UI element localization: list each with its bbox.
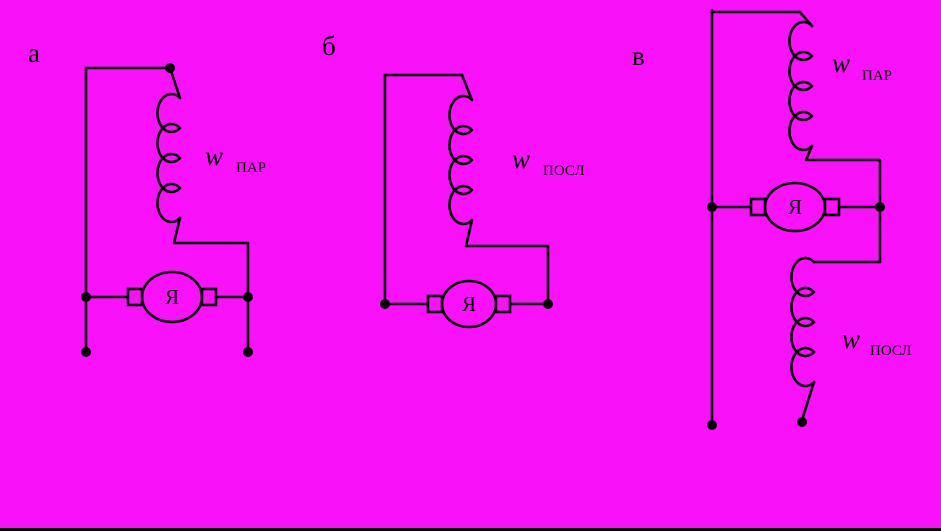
junction-dot — [875, 202, 885, 212]
circuit-a-wires — [84, 66, 250, 354]
terminal-dot — [707, 420, 717, 430]
winding-symbol: w — [832, 48, 850, 78]
armature-label: Я — [788, 195, 802, 219]
armature-label: Я — [462, 292, 476, 316]
wire-series-coil-out — [800, 380, 816, 422]
winding-subscript: ПАР — [862, 68, 892, 84]
wire-coil-lead — [168, 66, 182, 100]
junction-dot — [165, 63, 175, 73]
bottom-border-line — [0, 528, 941, 531]
brush-left — [126, 287, 144, 307]
circuit-a: а Я w ПАР — [28, 38, 266, 357]
wire-coil-to-armature — [464, 218, 550, 306]
winding-symbol: w — [842, 324, 860, 354]
terminal-dot — [543, 299, 553, 309]
winding-symbol: w — [512, 144, 530, 174]
junction-dot — [243, 292, 253, 302]
circuit-b-label: б — [322, 31, 336, 61]
shunt-winding-coil — [788, 20, 814, 152]
armature-label: Я — [165, 285, 179, 309]
wire-coil-to-armature — [172, 216, 250, 299]
brush-left — [749, 197, 767, 217]
shunt-winding-coil — [156, 92, 182, 224]
brush-right — [823, 197, 841, 217]
brush-right — [494, 294, 512, 314]
winding-subscript: ПОСЛ — [543, 163, 585, 179]
wire-coil-to-armature — [804, 144, 882, 209]
junction-dot — [81, 292, 91, 302]
terminal-dot — [380, 299, 390, 309]
terminal-dot — [797, 417, 807, 427]
circuit-v-wires — [710, 8, 882, 427]
series-winding-coil — [790, 256, 816, 388]
terminal-dot — [243, 347, 253, 357]
winding-subscript: ПАР — [236, 160, 266, 176]
circuit-v-label: в — [632, 41, 645, 71]
winding-symbol: w — [205, 141, 223, 171]
junction-dot — [707, 202, 717, 212]
circuit-b-wires — [383, 73, 550, 306]
series-winding-coil — [448, 94, 474, 226]
terminal-dot — [81, 347, 91, 357]
circuit-b: б Я w ПОСЛ — [322, 31, 585, 329]
circuit-a-label: а — [28, 38, 40, 68]
circuit-v: в Я w ПАР w ПОСЛ — [632, 8, 912, 430]
winding-subscript: ПОСЛ — [870, 343, 912, 359]
brush-right — [200, 287, 218, 307]
brush-left — [426, 294, 444, 314]
wire-coil-lead — [460, 73, 474, 102]
